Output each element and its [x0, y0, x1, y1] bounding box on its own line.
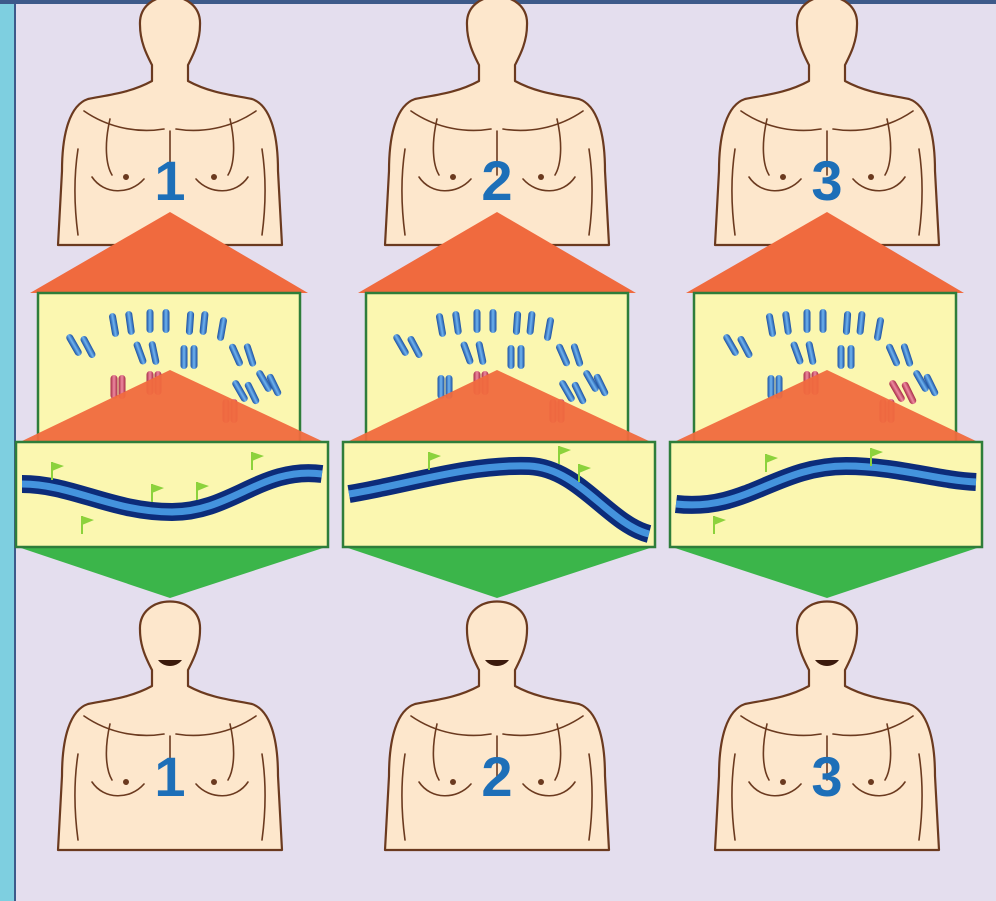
person-number-bottom: 3: [811, 745, 842, 808]
chromosome-icon: [838, 345, 845, 369]
chromosome-highlight-icon: [111, 375, 118, 399]
person-number-top: 2: [481, 149, 512, 212]
chromosome-icon: [490, 309, 497, 333]
frame-left-bar: [0, 0, 14, 901]
chromosome-icon: [804, 309, 811, 333]
chromosome-icon: [191, 345, 198, 369]
chromosome-icon: [163, 309, 170, 333]
person-number-top: 1: [154, 149, 185, 212]
dna-panel-3: [670, 442, 982, 547]
person-number-top: 3: [811, 149, 842, 212]
chromosome-icon: [181, 345, 188, 369]
person-number-bottom: 1: [154, 745, 185, 808]
person-number-bottom: 2: [481, 745, 512, 808]
chromosome-icon: [147, 309, 154, 333]
chromosome-icon: [508, 345, 515, 369]
chromosome-icon: [820, 309, 827, 333]
chromosome-icon: [848, 345, 855, 369]
chromosome-icon: [474, 309, 481, 333]
dna-panel-1: [16, 442, 328, 547]
chromosome-icon: [438, 375, 445, 399]
chromosome-icon: [518, 345, 525, 369]
dna-panel-2: [343, 442, 655, 547]
